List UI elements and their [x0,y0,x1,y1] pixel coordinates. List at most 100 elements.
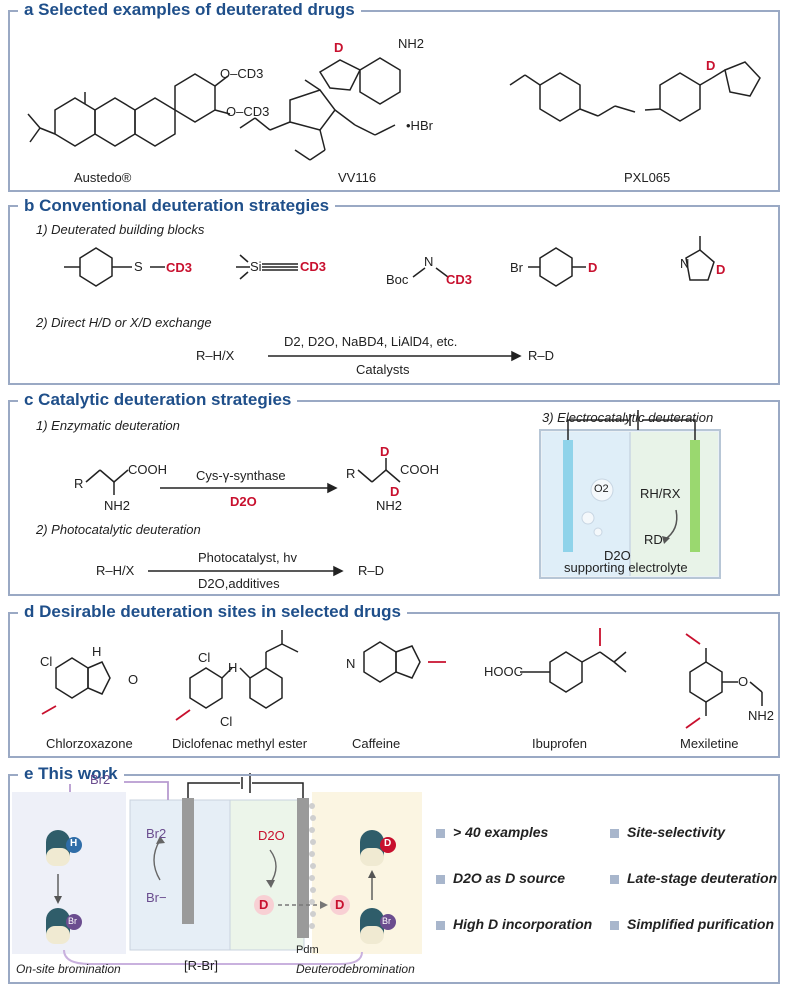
austedo-label: Austedo® [74,170,132,185]
e-anode [182,798,194,924]
vv116-d: D [334,40,344,55]
e-br2-cell: Br2 [146,826,167,841]
enz-nh2: NH2 [104,498,131,513]
site-arrow-chlorzoxazone [41,705,57,715]
diclofenac-ring-1 [189,667,223,709]
austedo-ocd3-bot: O–CD3 [226,104,269,119]
pill-d [360,830,396,866]
e-br-minus: Br− [146,890,167,905]
e-cathode [297,798,309,938]
bullet-6: Simplified purification [610,916,774,932]
vv116-furanose [289,89,336,131]
mexiletine-nh2: NH2 [748,708,775,723]
pxl065-d: D [706,58,716,73]
vv116-triazine [359,57,401,105]
austedo-ring-1 [54,97,96,147]
drug-label-3: Caffeine [352,736,401,751]
bullet-marker [436,920,445,930]
bb-cd3-2: CD3 [300,259,327,274]
e-mid-caption: [R-Br] [184,958,218,973]
bullet-text: Site-selectivity [627,824,726,840]
e-d-circle-2 [330,895,350,915]
enz-prod-nh2: NH2 [376,498,403,513]
photo-catalyst: Photocatalyst, hv [198,550,297,565]
austedo-ring-3 [134,97,176,147]
enz-enzyme: Cys-γ-synthase [196,468,286,483]
pyrazole-n: N [680,256,690,271]
bullet-marker [436,828,445,838]
mexiletine-o: O [738,674,749,689]
ibuprofen-ring [549,651,583,693]
panel-b-sub2: 2) Direct H/D or X/D exchange [36,315,212,330]
e-d2o: D2O [258,828,285,843]
bullet-5: High D incorporation [436,916,592,932]
pxl-thiazolidine [724,61,761,97]
ocd3-text-1: O–CD3 [220,66,264,81]
bubble-o2 [590,478,614,502]
bullet-marker [610,874,619,884]
panel-e-title: e This work [18,764,124,784]
enz-prod-d-bot: D [390,484,400,499]
pxl-benzene [659,72,701,122]
bullet-marker [610,828,619,838]
e-d-2: D [335,897,345,912]
bb-d1: D [588,260,598,275]
bb-boc: Boc [386,272,409,287]
vv116-pyrrole [318,59,362,91]
caffeine-ring-5 [395,645,421,679]
panel-b [8,205,780,385]
bullet-text: Late-stage deuteration [627,870,778,886]
cell-left-chamber [542,432,630,576]
enz-prod-r: R [346,466,356,481]
pxl065-label: PXL065 [624,170,671,185]
vv116-hbr: •HBr [406,118,433,133]
bullet-marker [436,874,445,884]
austedo-ocd3-top: O–CD3 [220,66,263,81]
drug-label-4: Ibuprofen [532,736,587,751]
diclofenac-cl-1: Cl [198,650,211,665]
panel-c-sub1: 1) Enzymatic deuteration [36,418,180,433]
badge-d: D [384,838,392,849]
panel-d-title: d Desirable deuteration sites in selecte… [18,602,407,622]
panel-e [8,774,780,984]
vv116-label: VV116 [338,170,377,185]
austedo-ring-2 [94,97,136,147]
diclofenac-cl-2: Cl [220,714,233,729]
pill-br-right [360,908,396,944]
cell-electrolyte: supporting electrolyte [564,560,688,575]
site-arrow-mexiletine-top [685,633,701,645]
drug-label-5: Mexiletine [680,736,739,751]
panel-c-title: c Catalytic deuteration strategies [18,390,298,410]
bullet-text: Simplified purification [627,916,775,932]
photo-product: R–D [358,563,385,578]
enz-r: R [74,476,84,491]
vv116-nh2: NH2 [398,36,425,51]
site-arrow-diclofenac [175,709,191,721]
ocd3-text-2: O–CD3 [226,104,270,119]
drug-label-1: Chlorzoxazone [46,736,133,751]
panel-c-sub2: 2) Photocatalytic deuteration [36,522,201,537]
badge-br-left: Br [68,916,77,926]
badge-br-right: Br [382,916,391,926]
tosyl-s: S [134,259,143,274]
cell-anode [563,440,573,552]
bb-nh: N [424,254,434,269]
exchange-product: R–D [528,348,555,363]
e-br2-top: Br2 [90,772,111,787]
e-left-caption: On-site bromination [16,962,121,976]
e-pd: Pdm [296,944,319,956]
e-bottom-bracket [63,949,363,965]
pill-br-left [46,908,82,944]
bb-d2: D [716,262,726,277]
cell-rhrx: RH/RX [640,486,681,501]
bullet-4: Late-stage deuteration [610,870,777,886]
cell-cathode [690,440,700,552]
bb-cd3-1: CD3 [166,260,193,275]
bb-cd3-3: CD3 [446,272,473,287]
photo-reagent: D2O,additives [198,576,280,591]
pyrazole-ring [685,249,715,281]
chlorzoxazone-o: O [128,672,139,687]
badge-h: H [70,838,78,849]
panel-a [8,10,780,192]
